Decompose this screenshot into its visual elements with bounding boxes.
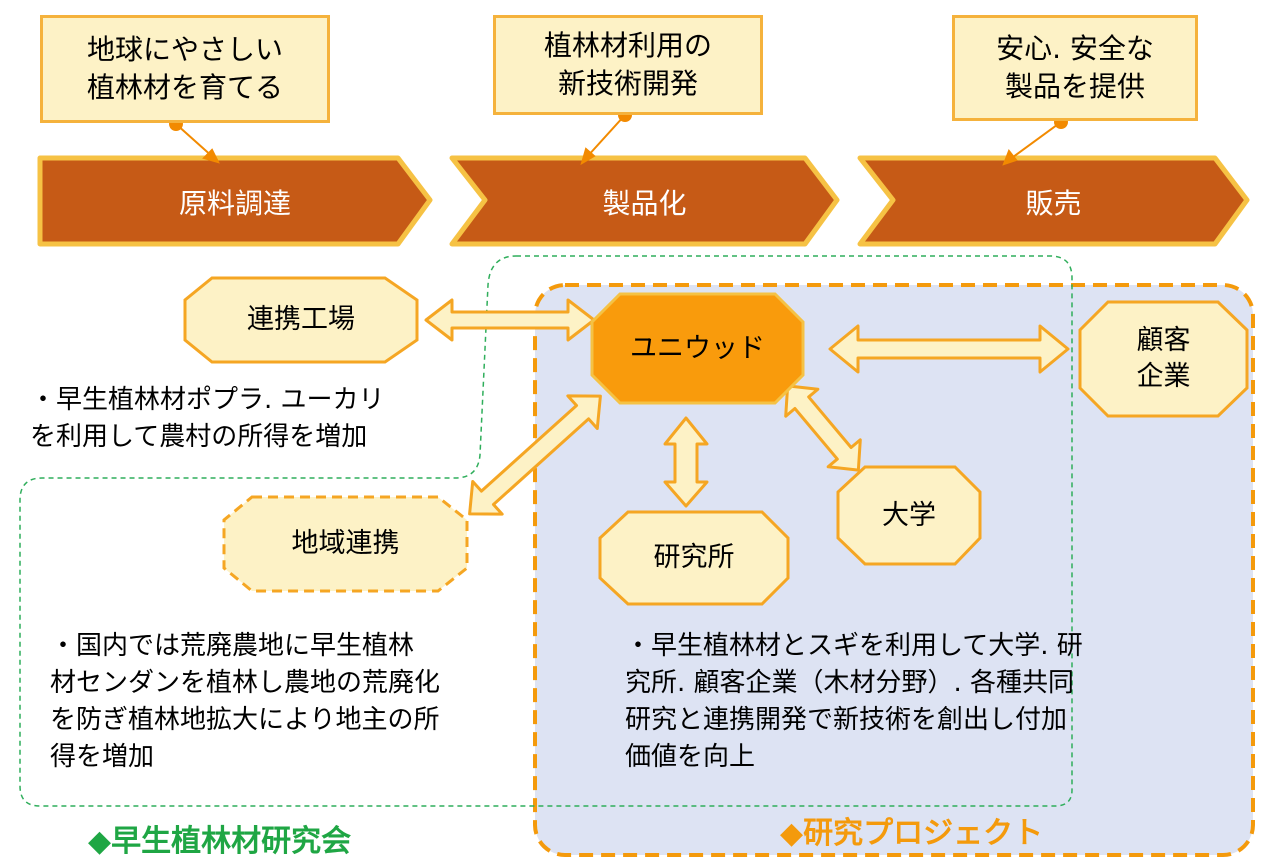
legend-association: ◆早生植林材研究会 <box>88 824 352 859</box>
text-sendan: ・国内では荒廃農地に早生植林 材センダンを植林し農地の荒廃化 を防ぎ植林地拡大に… <box>50 631 441 772</box>
node-kenkyujo: 研究所 <box>653 542 735 573</box>
node-shape-daigaku <box>836 465 982 566</box>
chevron-seihinka <box>449 155 840 247</box>
chevron-hanbai <box>857 155 1250 247</box>
node-kokyaku: 顧客 企業 <box>1136 325 1191 392</box>
chevron-genryo <box>37 155 433 247</box>
arrow-uniwood-university <box>784 384 862 472</box>
arrow-uniwood-customer <box>828 324 1070 374</box>
node-renkei-kojo: 連携工場 <box>247 304 355 335</box>
legend-project: ◆研究プロジェクト <box>780 816 1044 851</box>
node-daigaku: 大学 <box>882 499 936 531</box>
goal-box-3: 安心. 安全な 製品を提供 <box>952 15 1198 121</box>
node-shape-uniwood <box>590 292 805 405</box>
stage-label-hanbai: 販売 <box>1025 187 1082 220</box>
arrow-uniwood-region <box>468 394 602 516</box>
goal-box-2: 植林材利用の 新技術開発 <box>493 15 763 115</box>
stage-label-genryo: 原料調達 <box>178 187 291 220</box>
node-shape-chiiki <box>222 495 469 593</box>
goal-connectors <box>169 108 1068 166</box>
node-uniwood: ユニウッド <box>630 332 765 364</box>
double-arrows <box>424 298 1070 516</box>
arrow-uniwood-lab <box>663 416 709 508</box>
node-shape-renkei-kojo <box>183 276 419 364</box>
text-project: ・早生植林材とスギを利用して大学. 研 究所. 顧客企業（木材分野）. 各種共同… <box>625 631 1083 772</box>
stage-label-seihinka: 製品化 <box>602 187 687 220</box>
association-outline <box>19 255 1073 807</box>
project-region <box>533 283 1255 857</box>
text-poplar: ・早生植林材ポプラ. ユーカリ を利用して農村の所得を増加 <box>30 385 385 452</box>
arrow-factory-uniwood <box>424 298 596 342</box>
goal-box-1: 地球にやさしい 植林材を育てる <box>40 15 330 123</box>
node-shape-kokyaku <box>1078 300 1249 418</box>
node-shape-kenkyujo <box>598 510 790 606</box>
node-chiiki: 地域連携 <box>291 528 400 559</box>
